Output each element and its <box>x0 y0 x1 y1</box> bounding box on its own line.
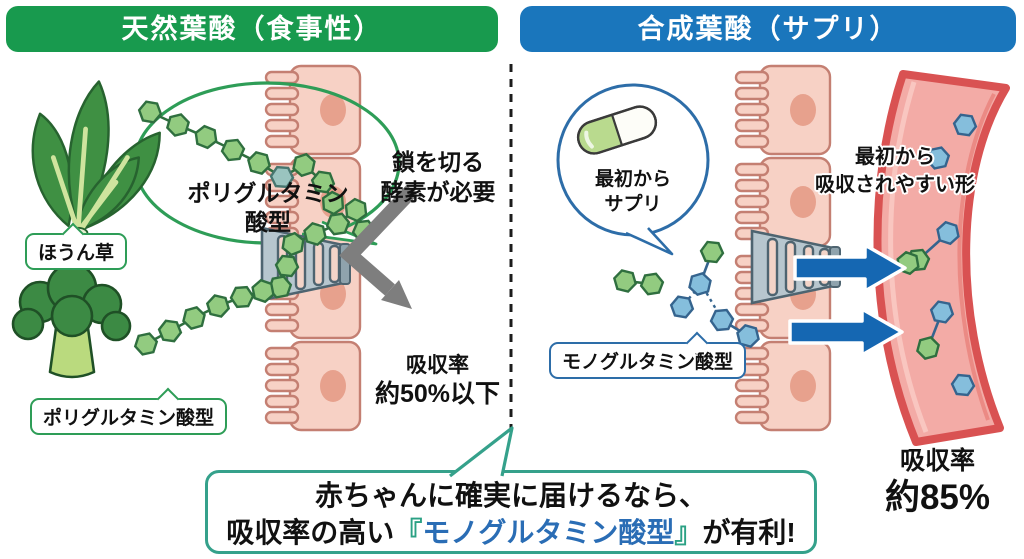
broccoli-illustration <box>11 262 132 379</box>
absorbable-line2: 吸収されやすい形 <box>815 174 975 196</box>
absorption-left-line2: 約50%以下 <box>374 380 501 408</box>
spinach-illustration <box>31 80 161 241</box>
monoglutamate-molecules <box>610 240 763 350</box>
conclusion-bracket-open: 『 <box>394 517 423 548</box>
spinach-label-text: ほうん草 <box>38 243 115 264</box>
polyglutamate-chain <box>132 99 378 357</box>
supplement-bubble-text: 最初から サプリ <box>562 167 704 217</box>
blood-vessel <box>873 70 1010 446</box>
absorption-rate-right: 吸収率 約85% <box>855 446 1020 518</box>
conclusion-box: 赤ちゃんに確実に届けるなら、 吸収率の高い『モノグルタミン酸型』が有利! <box>205 470 817 554</box>
conclusion-highlight: モノグルタミン酸型 <box>422 517 675 548</box>
conclusion-line2-prefix: 吸収率の高い <box>226 517 395 548</box>
monoglutamate-label: モノグルタミン酸型 <box>549 331 747 379</box>
enzyme-line2: 酵素が必要 <box>380 179 496 205</box>
broccoli-label-text: ポリグルタミン酸型 <box>43 408 215 429</box>
supplement-bubble <box>556 83 710 256</box>
absorption-right-line1: 吸収率 <box>899 447 975 475</box>
conclusion-line2-suffix: が有利! <box>702 517 796 548</box>
blocked-arrow <box>339 184 418 309</box>
supplement-line1: 最初から <box>594 169 671 190</box>
absorption-left-line1: 吸収率 <box>406 354 469 377</box>
capsule-icon <box>576 105 658 155</box>
absorption-arrows <box>788 243 907 357</box>
supplement-line2: サプリ <box>604 194 662 215</box>
absorbable-note: 最初から 吸収されやすい形 <box>795 143 995 199</box>
monoglutamate-label-text: モノグルタミン酸型 <box>562 352 734 373</box>
absorbed-molecules <box>893 112 979 397</box>
polyglutamate-line1: ポリグルタミン <box>187 180 349 206</box>
header-synthetic-folate: 合成葉酸（サプリ） <box>520 6 1016 52</box>
conclusion-line2: 吸収率の高い『モノグルタミン酸型』が有利! <box>208 514 814 551</box>
conclusion-line1: 赤ちゃんに確実に届けるなら、 <box>314 480 707 511</box>
broccoli-label: ポリグルタミン酸型 <box>30 387 228 435</box>
polyglutamate-bubble-text: ポリグルタミン 酸型 <box>161 179 375 237</box>
header-natural-folate: 天然葉酸（食事性） <box>6 6 498 52</box>
absorption-rate-left: 吸収率 約50%以下 <box>360 352 515 410</box>
conclusion-bracket-close: 』 <box>674 517 703 548</box>
enzyme-note: 鎖を切る 酵素が必要 <box>357 147 519 207</box>
enzyme-line1: 鎖を切る <box>392 149 484 175</box>
absorption-right-line2: 約85% <box>884 478 991 517</box>
absorbable-line1: 最初から <box>855 146 935 168</box>
spinach-label: ほうん草 <box>25 222 128 270</box>
polyglutamate-line2: 酸型 <box>245 209 291 235</box>
